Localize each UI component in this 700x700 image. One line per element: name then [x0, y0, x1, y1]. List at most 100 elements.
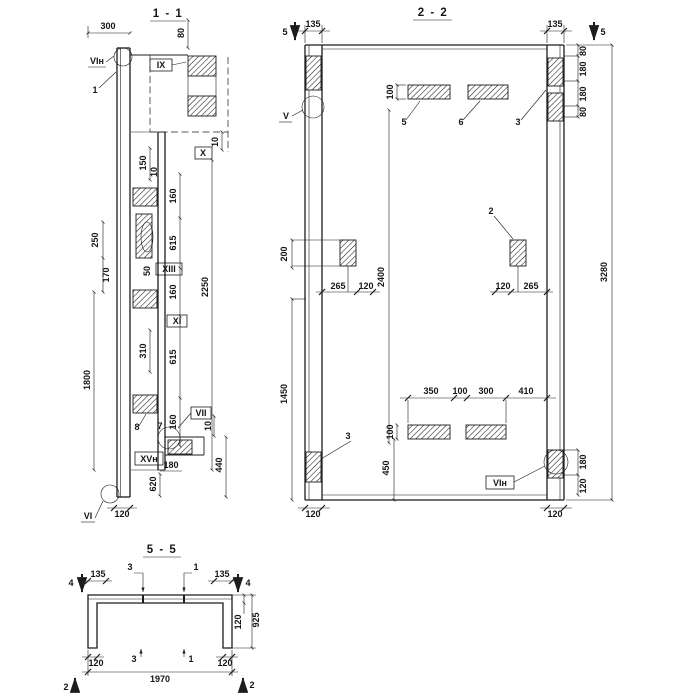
dim-135-right: 135 [547, 19, 562, 29]
rebar-mid-left [339, 239, 357, 267]
dim-1800: 1800 [82, 370, 92, 390]
dim-310: 310 [138, 343, 148, 358]
part-label-7: 7 [157, 421, 162, 431]
mark-box-xi [166, 314, 188, 328]
section-5-5-title: 5 - 5 [147, 544, 178, 556]
part-label-3-top: 3 [515, 117, 520, 127]
cut-mark-4-right: 4 [245, 578, 250, 588]
dim-160-c: 160 [168, 414, 178, 429]
dim-120-bottom-left: 120 [305, 509, 320, 519]
weld-mark-ix: IX [157, 60, 166, 70]
channel-outline [87, 594, 233, 649]
dim-100-mid: 100 [452, 386, 467, 396]
embedded-items [339, 84, 527, 440]
part-label-1: 1 [92, 85, 97, 95]
weld-mark-vi-bottom: VI [84, 511, 93, 521]
dim-80-a: 80 [578, 46, 588, 56]
part-label-5: 5 [401, 117, 406, 127]
weld-circle-v [301, 95, 325, 119]
part-label-8: 8 [134, 422, 139, 432]
weld-circle-vin [543, 449, 569, 475]
dim-50: 50 [142, 266, 152, 276]
dim-120-bottom-right: 120 [547, 509, 562, 519]
leaders [134, 572, 192, 657]
dim-135-left: 135 [305, 19, 320, 29]
dim-80: 80 [176, 28, 186, 38]
dim-450: 450 [381, 460, 391, 475]
dim-120-bottom-left: 120 [88, 658, 103, 668]
weld-mark-vii: VII [195, 408, 206, 418]
dim-120: 120 [114, 509, 129, 519]
dim-410: 410 [518, 386, 533, 396]
rebar-low-right [465, 424, 507, 440]
leaders [279, 89, 547, 490]
dim-80-b: 80 [578, 107, 588, 117]
dim-180-low: 180 [578, 454, 588, 469]
section-2-2: 2 - 2 5 135 135 5 80 180 180 80 3280 100… [279, 7, 614, 519]
dim-180-a: 180 [578, 61, 588, 76]
rebar-plate-3 [132, 289, 158, 309]
rebar-low-left [407, 424, 451, 440]
weld-mark-vin: VIн [493, 478, 507, 488]
section-1-1-title: 1 - 1 [153, 8, 184, 20]
left-member [304, 44, 323, 501]
mark-box-xvn [134, 451, 164, 466]
section-2-2-title: 2 - 2 [418, 7, 449, 19]
dim-3280: 3280 [599, 262, 609, 282]
bar-mark-1-bottom: 1 [188, 654, 193, 664]
dim-250: 250 [90, 232, 100, 247]
cut-mark-5-right: 5 [600, 27, 605, 37]
dim-180-b: 180 [578, 86, 588, 101]
dim-160-b: 160 [168, 284, 178, 299]
slot-outline [140, 221, 154, 253]
cut-mark-2-left: 2 [63, 682, 68, 692]
part-label-6: 6 [458, 117, 463, 127]
dim-925: 925 [251, 612, 261, 627]
mark-box-vin [485, 475, 515, 490]
dim-300: 300 [478, 386, 493, 396]
dim-440: 440 [214, 457, 224, 472]
weld-circle-top [113, 47, 133, 67]
rebar-left-top [305, 55, 322, 91]
rib-outline [131, 131, 166, 471]
dim-300: 300 [100, 21, 115, 31]
dim-135-left: 135 [90, 569, 105, 579]
bar-mark-1-top: 1 [193, 562, 198, 572]
rebar-mesh-6 [467, 84, 509, 100]
rebar-anchor-top-a [187, 55, 217, 77]
rebar-mesh-5 [407, 84, 451, 100]
rebar-plate-1 [132, 187, 158, 207]
weld-mark-x: X [200, 148, 206, 158]
dimension-lines [82, 577, 256, 676]
dim-1450: 1450 [279, 384, 289, 404]
dim-350: 350 [423, 386, 438, 396]
rebar-items [132, 187, 205, 456]
leaders [81, 55, 213, 523]
rebar-right-top-a [547, 57, 564, 87]
section-1-1: 1 - 1 VIн 1 300 80 IX 10 X 150 10 160 61… [81, 8, 229, 523]
weld-mark-v: V [283, 111, 289, 121]
bar-mark-3-top: 3 [127, 562, 132, 572]
dim-615-a: 615 [168, 235, 178, 250]
mark-box-xiii [155, 262, 183, 276]
dim-120-right: 120 [233, 614, 243, 629]
dim-180: 180 [163, 460, 178, 470]
weld-mark-xvn: XVн [140, 454, 157, 464]
rebar-left-bottom [305, 451, 322, 483]
dim-100-low: 100 [385, 424, 395, 439]
panel-edges [322, 44, 547, 501]
member-outline [116, 47, 131, 498]
dimension-lines [290, 25, 614, 512]
cut-marks [289, 22, 600, 41]
dim-120-right: 120 [495, 281, 510, 291]
rebar-plate-4 [132, 394, 158, 414]
part-label-2: 2 [488, 206, 493, 216]
cut-mark-2-right: 2 [249, 680, 254, 690]
dim-120-bottom-right: 120 [217, 658, 232, 668]
dim-615-b: 615 [168, 349, 178, 364]
dim-160-a: 160 [168, 188, 178, 203]
dim-2400: 2400 [376, 267, 386, 287]
weld-circle-bottom [100, 484, 120, 504]
